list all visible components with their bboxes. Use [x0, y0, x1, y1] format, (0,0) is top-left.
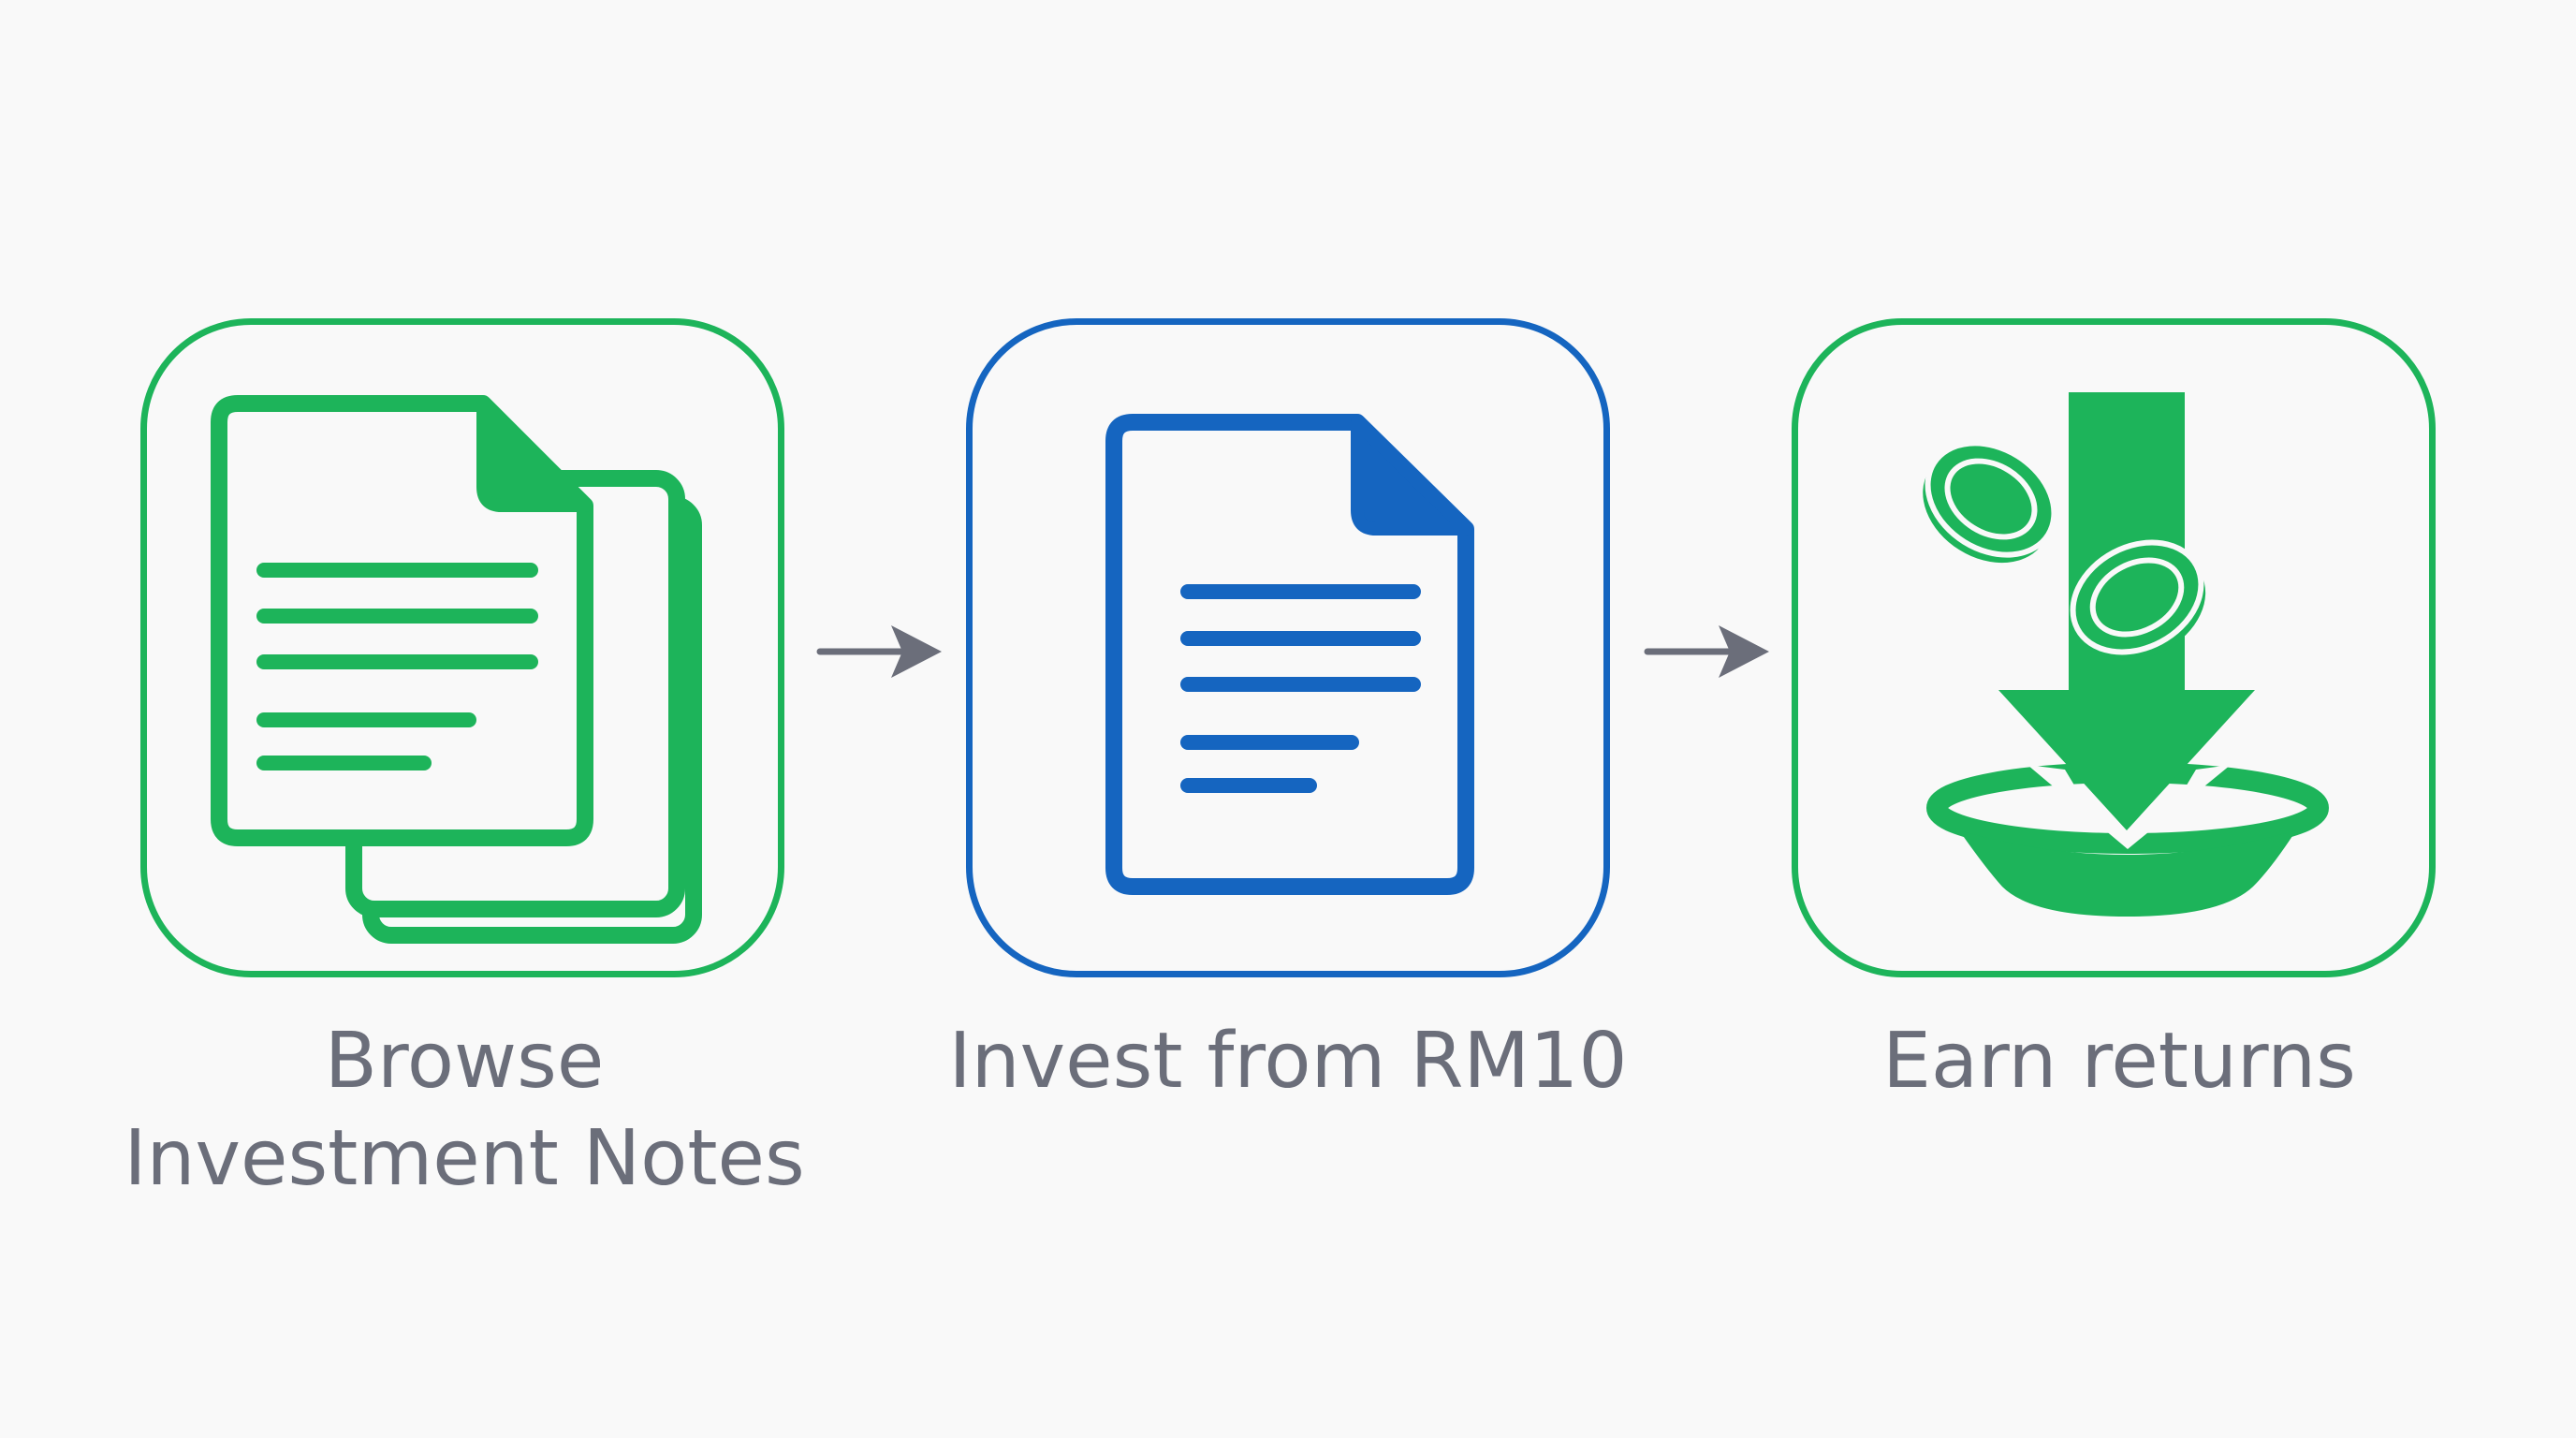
- step-2-caption: Invest from RM10: [886, 1013, 1690, 1110]
- coins-into-bowl-icon: [1923, 392, 2329, 917]
- step-2-card: [966, 318, 1610, 977]
- step-1-card: [140, 318, 784, 977]
- caption-line: Browse: [324, 1017, 605, 1106]
- caption-line: Investment Notes: [124, 1114, 805, 1203]
- step-3-caption: Earn returns: [1717, 1013, 2522, 1110]
- arrow-right-icon: [816, 625, 942, 678]
- step-1-caption: Browse Investment Notes: [62, 1013, 867, 1208]
- stacked-documents-icon: [211, 395, 702, 944]
- arrow-right-icon: [1644, 625, 1769, 678]
- caption-line: Invest from RM10: [948, 1017, 1628, 1106]
- caption-line: Earn returns: [1882, 1017, 2356, 1106]
- step-3-card: [1792, 318, 2436, 977]
- document-icon: [1105, 414, 1474, 895]
